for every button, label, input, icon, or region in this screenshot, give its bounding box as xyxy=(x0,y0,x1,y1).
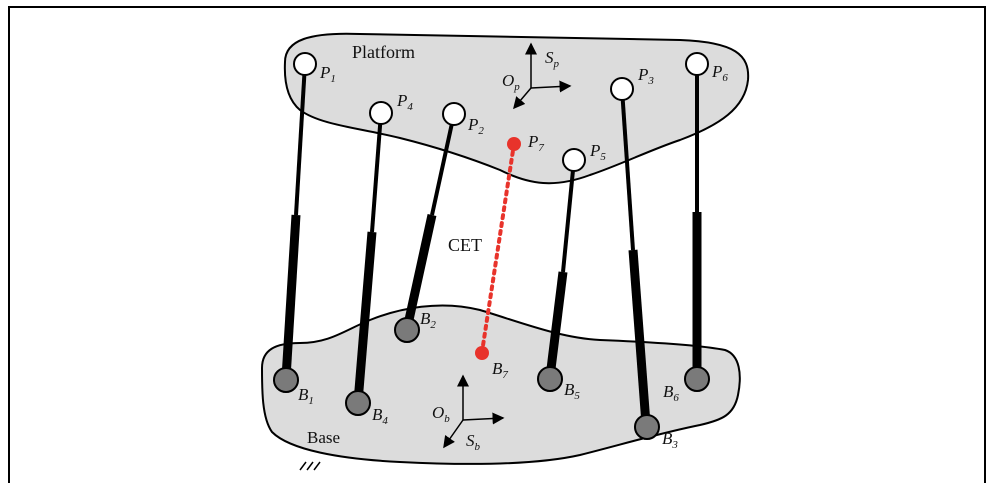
joint-p6 xyxy=(685,52,709,76)
cet-label: CET xyxy=(448,235,482,255)
p4-label: P4 xyxy=(396,91,413,113)
cet-line xyxy=(480,142,516,354)
b5-label: B5 xyxy=(564,380,580,402)
joint-p5 xyxy=(562,148,586,172)
joint-b3 xyxy=(634,414,660,440)
b6-label: B6 xyxy=(663,382,679,404)
b4-label: B4 xyxy=(372,405,388,427)
joint-b1 xyxy=(273,367,299,393)
b2-label: B2 xyxy=(420,309,436,331)
b1-label: B1 xyxy=(298,385,314,407)
base-body xyxy=(260,304,741,465)
sp-label: Sp xyxy=(545,48,560,70)
joint-b7 xyxy=(475,346,489,360)
leg-5 xyxy=(545,159,576,378)
op-label: Op xyxy=(502,71,520,93)
p3-label: P3 xyxy=(637,65,654,87)
leg-4 xyxy=(353,112,383,403)
joint-b5 xyxy=(537,366,563,392)
joint-b4 xyxy=(345,390,371,416)
p2-label: P2 xyxy=(467,115,484,137)
platform-label: Platform xyxy=(352,42,415,62)
joint-p3 xyxy=(610,77,634,101)
joint-p4 xyxy=(369,101,393,125)
sb-label: Sb xyxy=(466,431,481,453)
b7-label: B7 xyxy=(492,359,508,381)
platform-frame-axes xyxy=(513,42,572,110)
joint-b2 xyxy=(394,317,420,343)
joint-b6 xyxy=(684,366,710,392)
figure-frame xyxy=(8,6,986,483)
leg-1 xyxy=(281,63,307,379)
ground-hatch xyxy=(299,461,321,471)
leg-3 xyxy=(620,88,651,425)
p5-label: P5 xyxy=(589,141,606,163)
base-frame-axes xyxy=(443,374,505,449)
p6-label: P6 xyxy=(711,62,728,84)
p1-label: P1 xyxy=(319,63,336,85)
joint-p7 xyxy=(507,137,521,151)
joint-p2 xyxy=(442,102,466,126)
ob-label: Ob xyxy=(432,403,450,425)
p7-label: P7 xyxy=(527,132,544,154)
b3-label: B3 xyxy=(662,429,678,451)
leg-2 xyxy=(402,113,456,330)
base-label: Base xyxy=(307,428,340,447)
joint-p1 xyxy=(293,52,317,76)
